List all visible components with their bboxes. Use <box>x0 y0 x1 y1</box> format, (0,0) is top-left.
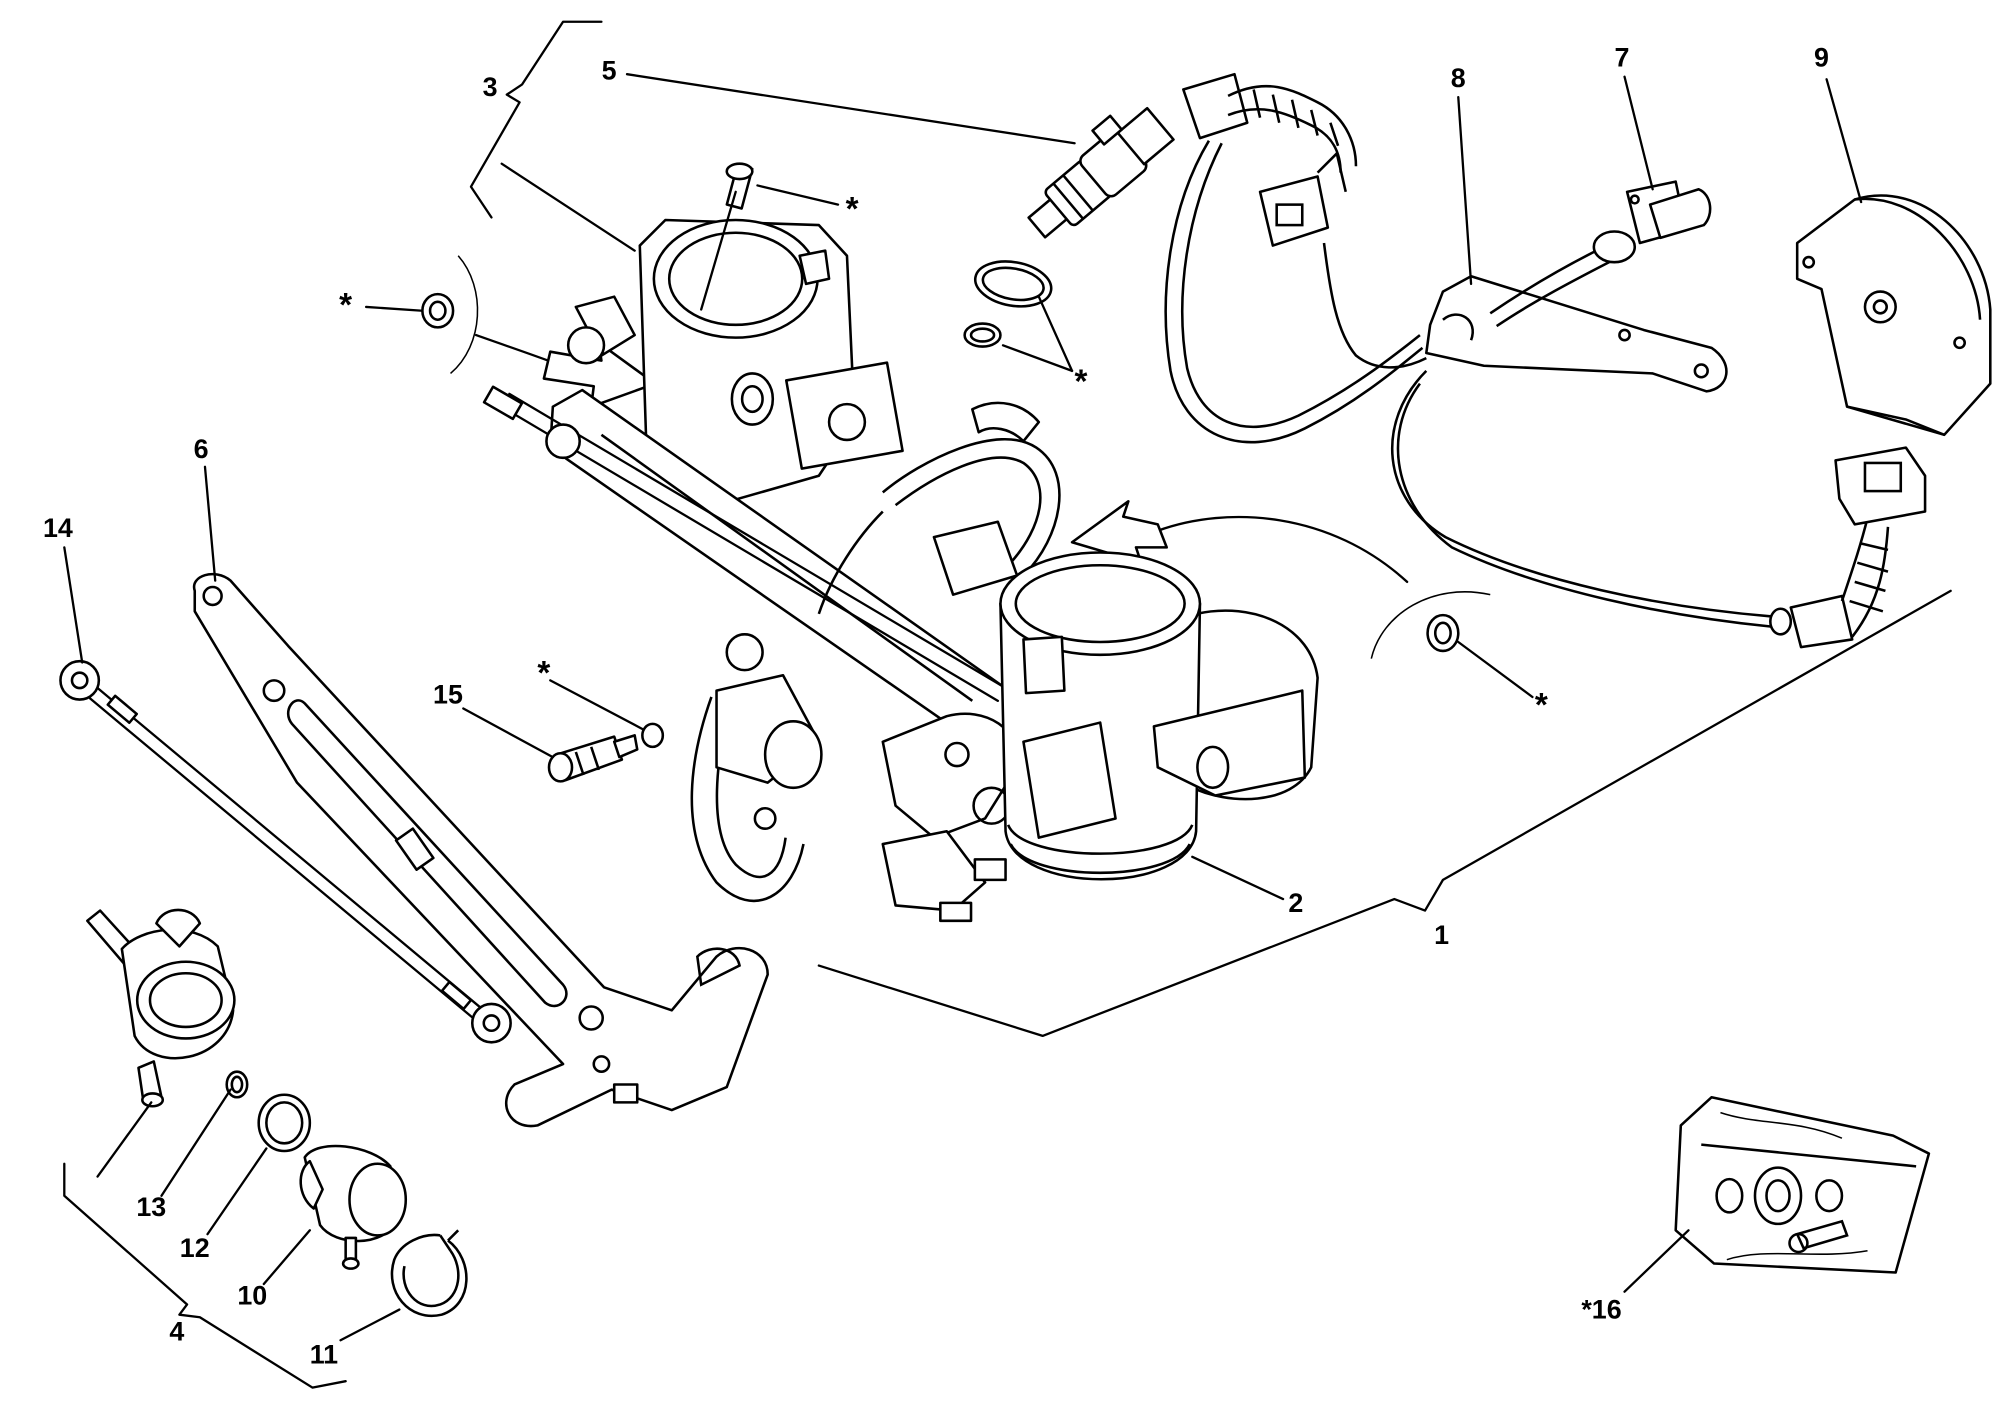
callout-6: 6 <box>194 434 209 464</box>
callout-13: 13 <box>136 1192 166 1222</box>
asterisk-screw: * <box>846 191 859 228</box>
callout-1: 1 <box>1434 920 1449 950</box>
callout-5: 5 <box>602 55 617 85</box>
injector-seal-large <box>973 260 1053 308</box>
regulator-housing <box>86 908 236 1108</box>
seal-kit-bag <box>1674 1096 1931 1274</box>
injector-seal-small <box>963 322 1002 348</box>
pressure-regulator <box>299 1144 408 1270</box>
throttle-body-front <box>566 218 904 503</box>
callout-4: 4 <box>169 1316 184 1346</box>
leader-lines <box>63 20 1952 1389</box>
sensor <box>1489 180 1712 328</box>
callout-16: *16 <box>1581 1295 1621 1325</box>
asterisk-gasket-left: * <box>339 287 352 324</box>
o-ring-large <box>257 1093 312 1153</box>
group-bracket-1 <box>817 589 1952 1038</box>
screw <box>725 162 754 210</box>
circlip <box>390 1229 468 1318</box>
callout-2: 2 <box>1288 888 1303 918</box>
intake-arc-right <box>1156 515 1491 659</box>
adjustment-screw <box>547 722 665 783</box>
mounting-bracket <box>1425 274 1728 393</box>
callout-10: 10 <box>237 1280 267 1310</box>
callout-labels: 1 2 3 4 5 6 7 8 9 10 11 12 13 14 15 *16 … <box>43 43 1829 1370</box>
group-bracket-3 <box>469 20 603 219</box>
asterisk-gasket-right: * <box>1535 687 1548 724</box>
position-sensor <box>1795 194 1992 437</box>
callout-14: 14 <box>43 513 73 543</box>
callout-11: 11 <box>310 1339 338 1369</box>
asterisk-injector-seals: * <box>1075 364 1088 401</box>
callout-3: 3 <box>483 72 498 102</box>
throttle-body-rear <box>881 551 1319 923</box>
callout-7: 7 <box>1615 43 1630 73</box>
callout-9: 9 <box>1814 43 1829 73</box>
callout-8: 8 <box>1451 63 1466 93</box>
gasket-left <box>421 292 455 329</box>
callout-15: 15 <box>433 679 463 709</box>
gasket-right <box>1426 613 1460 653</box>
fuel-hose <box>690 673 823 903</box>
connecting-rod <box>59 659 512 1044</box>
support-bracket <box>192 572 769 1128</box>
callout-12: 12 <box>180 1233 210 1263</box>
intake-arrow-left <box>542 341 657 408</box>
o-ring-small <box>225 1070 249 1099</box>
fuel-injector <box>1027 106 1175 239</box>
wiring-harness <box>1164 72 1927 649</box>
group-bracket-4 <box>63 1162 347 1389</box>
asterisk-screw-o-ring: * <box>537 655 550 692</box>
